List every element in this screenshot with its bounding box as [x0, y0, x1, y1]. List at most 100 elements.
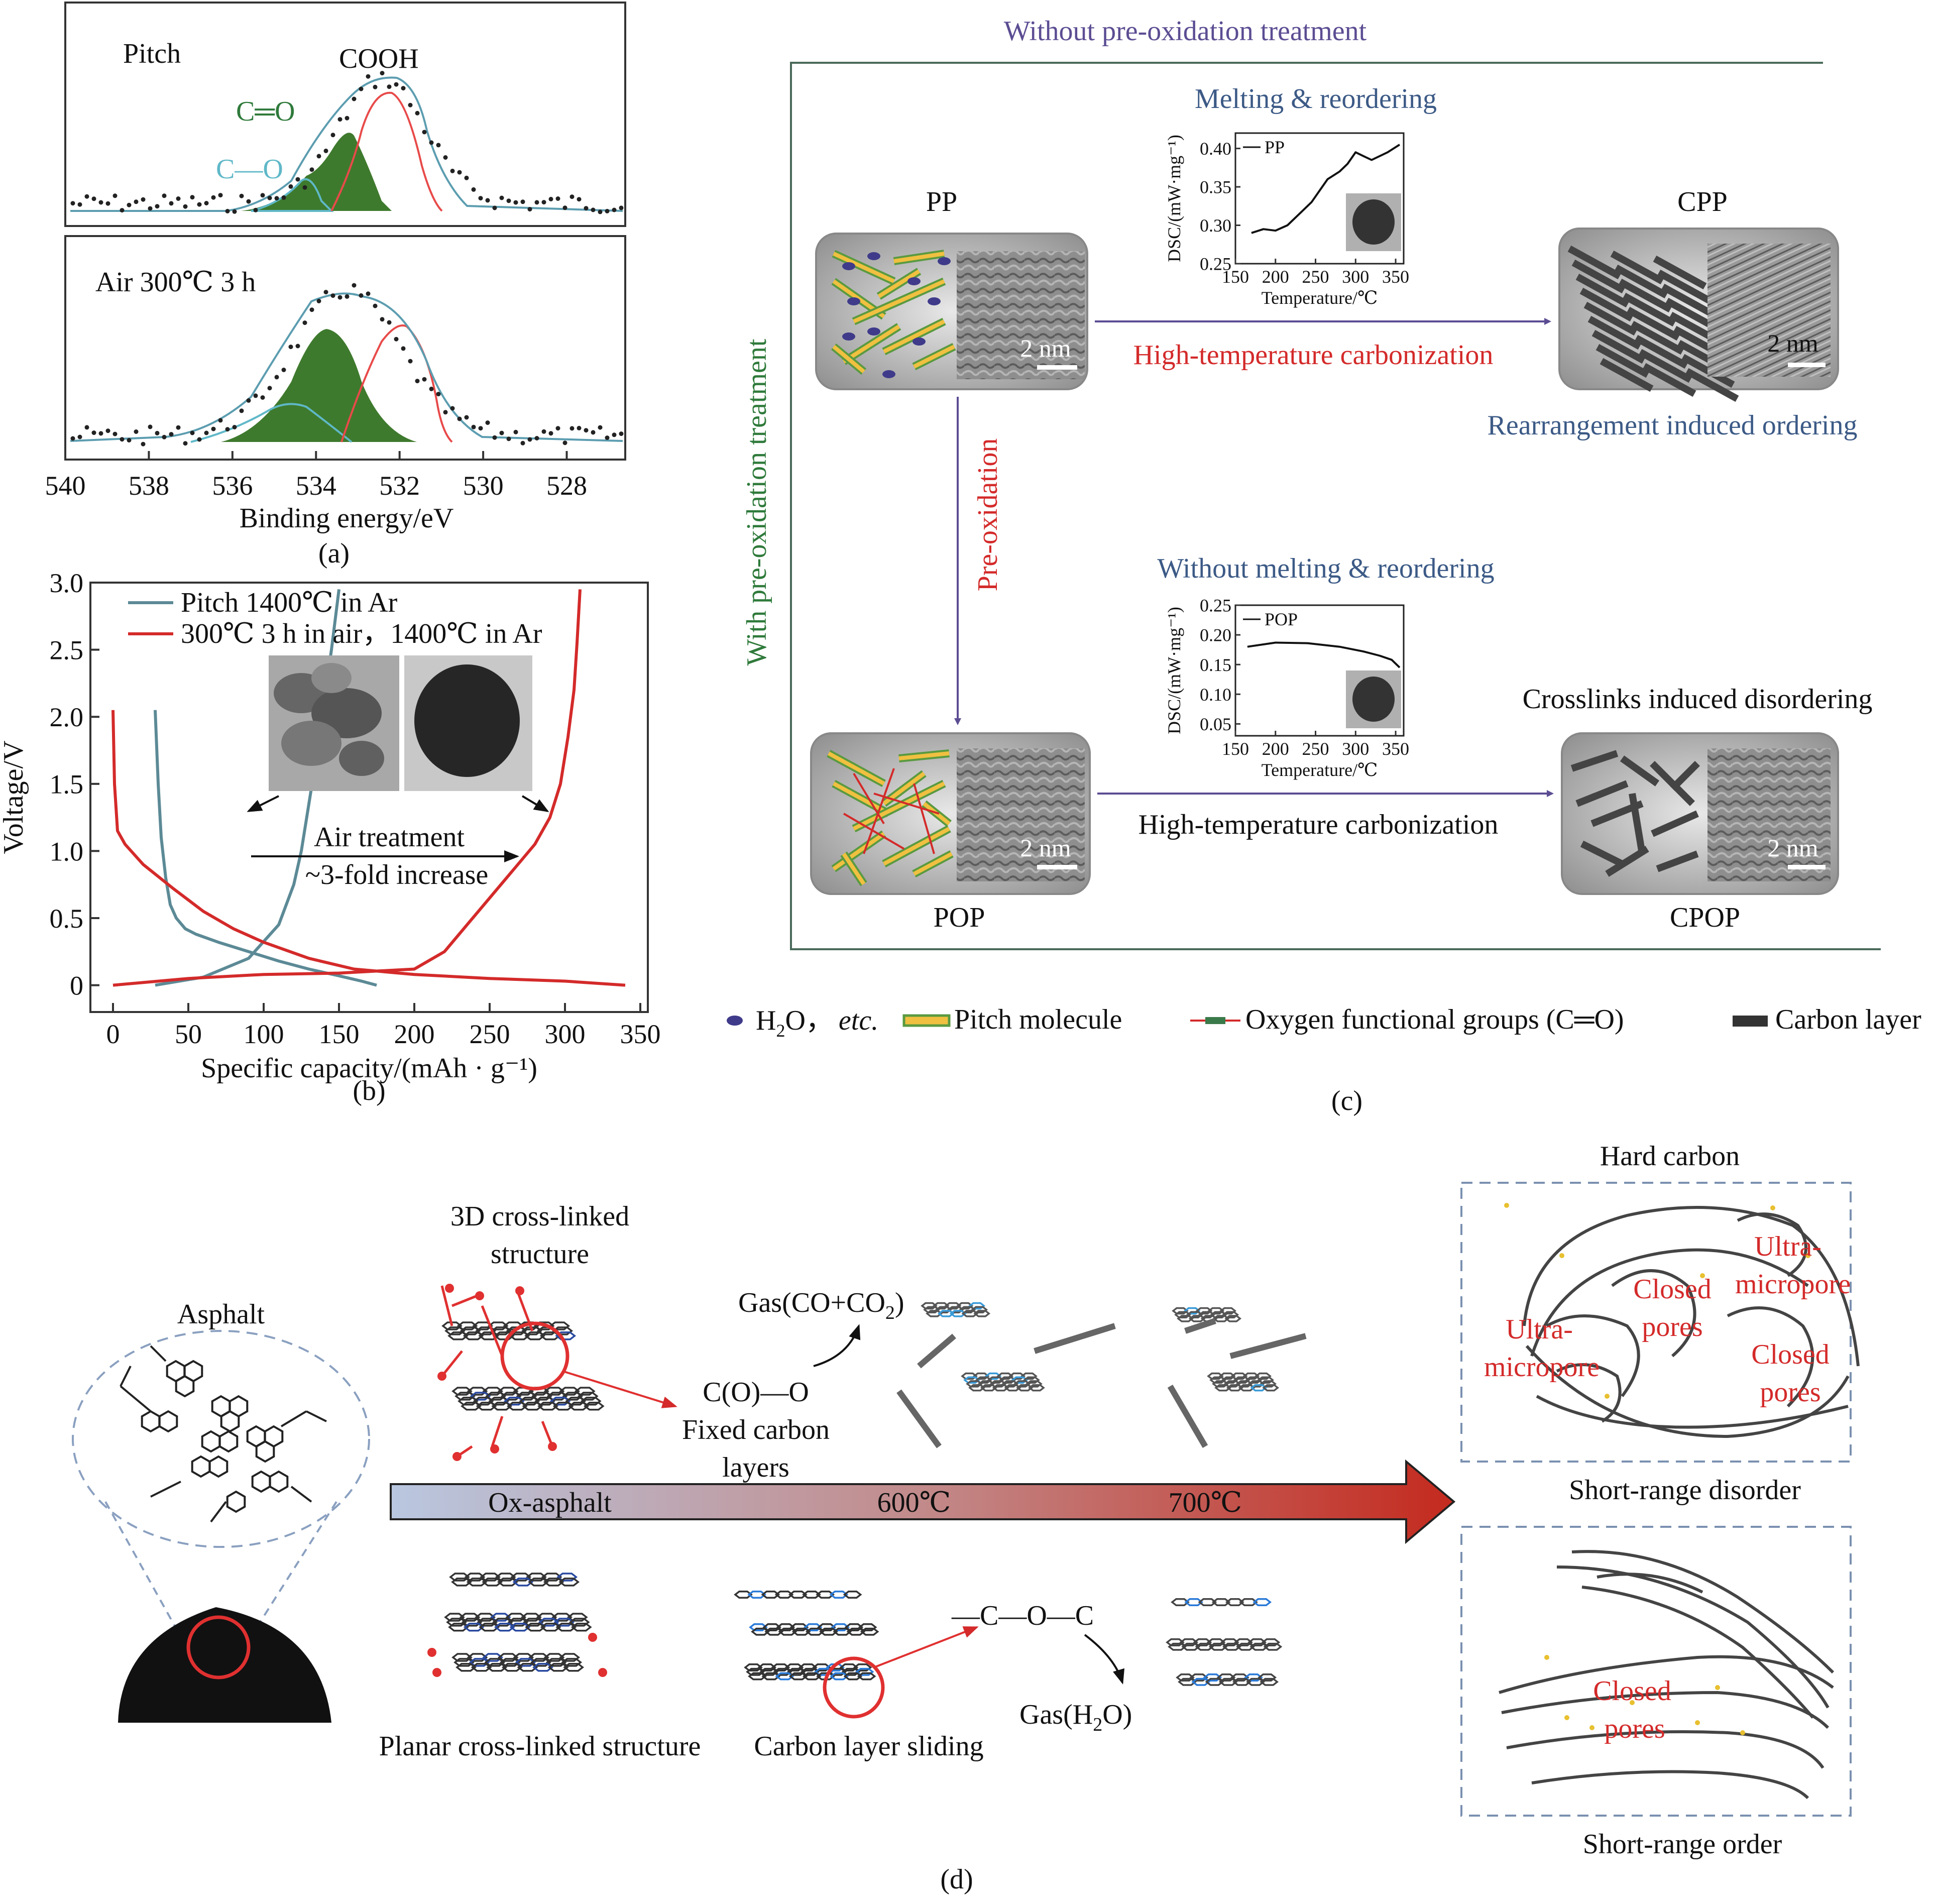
graphene-ring [467, 1387, 488, 1396]
fragment-ring [1260, 1380, 1277, 1388]
graphene-ring [762, 1623, 782, 1631]
oxygen-atom [437, 1372, 446, 1381]
fragment-ring [1218, 1372, 1236, 1380]
carbon-layer-edge [1034, 1323, 1116, 1354]
fragment-ring [1226, 1384, 1243, 1392]
panel-c-legend: H2O，etc. Pitch molecule Oxygen functiona… [727, 1004, 1921, 1041]
label-crosslinks: Crosslinks induced disordering [1523, 684, 1873, 715]
label-ox-asphalt: Ox-asphalt [488, 1487, 612, 1518]
graphene-ring [522, 1401, 543, 1411]
carbon-layer [1605, 846, 1649, 877]
graphene-ring [1216, 1673, 1236, 1682]
graphene-ring [534, 1397, 555, 1406]
graphene-ring [497, 1578, 518, 1587]
carbon-layer-edge [917, 1333, 956, 1369]
curved-carbon-layer [1536, 1395, 1849, 1429]
carbon-layer [1650, 761, 1695, 806]
carbon-layer [1591, 329, 1646, 364]
xps-data-point [619, 431, 624, 436]
graphene-ring [1260, 1677, 1279, 1686]
graphene-ring [558, 1578, 580, 1587]
graphene-ring [547, 1663, 569, 1672]
xps-data-point [380, 71, 385, 76]
fragment-ring [973, 1310, 991, 1317]
cpp-tem-image [1707, 244, 1831, 377]
graphene-ring [521, 1326, 542, 1335]
graphene-ring [1222, 1642, 1241, 1651]
xps-data-point [98, 431, 103, 436]
xps-data-point [77, 202, 82, 207]
xps-data-point [345, 116, 350, 121]
fragment-ring [1198, 1311, 1215, 1318]
xps-data-point [506, 198, 511, 203]
graphene-ring [467, 1653, 488, 1662]
xps-data-point [436, 392, 441, 397]
graphene-ring [860, 1627, 879, 1636]
graphene-ring [449, 1573, 470, 1582]
pitch-molecule [883, 319, 945, 354]
alkyl-chain [280, 1410, 307, 1427]
xps-data-point [155, 204, 160, 209]
xps-data-point [323, 290, 328, 295]
xps-data-point [218, 193, 223, 198]
title-without-preoxidation: Without pre-oxidation treatment [1004, 16, 1367, 47]
graphene-ring [471, 1663, 492, 1672]
xps-bottom-co-fill [221, 329, 417, 442]
xps-data-point [485, 198, 490, 203]
asphalt-molecule-zoom [72, 1330, 370, 1548]
xps-data-point [584, 206, 589, 211]
xps-data-point [183, 441, 188, 446]
label-closed-2a: Closed [1751, 1339, 1830, 1370]
annotation-air-treatment: Air treatment [314, 822, 465, 853]
xps-data-point [422, 130, 427, 135]
xps-data-point [218, 418, 223, 423]
label-3d-crosslinked-1: 3D cross-linked [450, 1201, 629, 1232]
aromatic-ring [175, 1375, 195, 1398]
graphene-ring [1230, 1673, 1249, 1682]
fragment-ring [1183, 1307, 1201, 1315]
xps-data-point [408, 359, 413, 364]
x-tick-label: 50 [175, 1019, 202, 1049]
fragment-ring [975, 1376, 992, 1384]
xps-data-point [204, 201, 209, 205]
graphene-ring [525, 1623, 546, 1632]
crosslink [913, 783, 935, 854]
oxygen-atom [475, 1291, 484, 1300]
planar-crosslinked-image [427, 1573, 607, 1677]
carbon-layer [1642, 363, 1696, 397]
legend-pitch-icon [902, 1014, 951, 1027]
xps-data-point [134, 199, 139, 204]
y-tick-label: 0.25 [1200, 254, 1231, 274]
graphene-ring [759, 1667, 779, 1676]
hetero-atom [1805, 1253, 1810, 1258]
graphene-ring [486, 1663, 508, 1672]
y-axis-title: Voltage/V [0, 740, 29, 854]
caption-c: (c) [1331, 1085, 1362, 1116]
graphene-ring [776, 1623, 795, 1631]
graphene-ring [523, 1618, 544, 1627]
xps-data-point [485, 420, 490, 425]
graphene-ring [1225, 1598, 1244, 1606]
xps-data-point [246, 398, 251, 403]
xps-top-co-fill [241, 133, 392, 211]
graphene-ring [459, 1613, 481, 1622]
xps-data-point [127, 438, 132, 442]
graphene-ring [1198, 1598, 1217, 1606]
y-tick-label: 1.5 [50, 769, 84, 800]
fragment-ring [961, 1310, 979, 1317]
graphene-ring [530, 1658, 551, 1667]
c-single-o-label: C—O [216, 154, 283, 185]
graphene-ring [1205, 1677, 1224, 1686]
fragment-ring [1247, 1380, 1265, 1388]
graphene-ring [1236, 1642, 1255, 1651]
label-short-range-disorder: Short-range disorder [1569, 1475, 1801, 1506]
caption-b: (b) [353, 1075, 385, 1106]
xps-data-point [380, 317, 385, 322]
xps-data-point [499, 430, 504, 435]
graphene-ring [1206, 1638, 1226, 1646]
fragment-ring [1250, 1384, 1268, 1392]
dsc-legend-label: PP [1265, 137, 1285, 157]
fragment-ring [932, 1302, 950, 1310]
graphene-ring [458, 1397, 479, 1406]
